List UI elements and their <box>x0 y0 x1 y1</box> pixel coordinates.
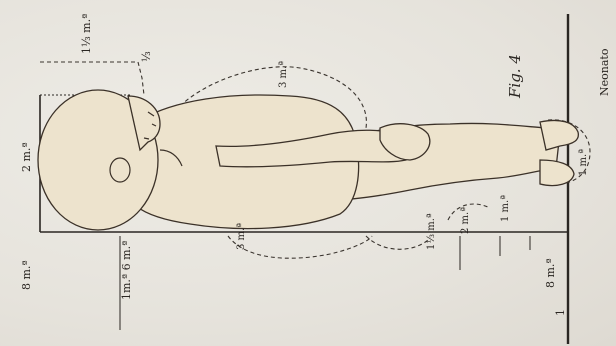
lower-trunk-outline <box>228 236 372 258</box>
hip-outline <box>366 236 428 249</box>
label-head-top: 1⅓ m.ª <box>80 14 93 54</box>
figure-caption: Neonato <box>598 48 611 96</box>
label-left-bottom-2: 1 <box>554 309 567 316</box>
label-lower-trunk: 3 m.ª <box>236 223 247 250</box>
label-chest: 3 m.ª <box>278 61 289 88</box>
tick-marks <box>120 236 530 330</box>
figure-title: Fig. 4 <box>506 54 524 99</box>
label-foot: 1 m.ª <box>578 149 589 176</box>
upper-foot <box>540 120 578 150</box>
infant-figure <box>38 90 578 230</box>
label-left-top: 8 m.ª <box>20 260 33 290</box>
label-hip: 1⅓ m.ª <box>426 213 437 250</box>
label-head-fraction: ⅓ <box>140 51 153 62</box>
label-knee: 1 m.ª <box>500 195 511 222</box>
label-left-bottom: 8 m.ª <box>544 258 557 288</box>
label-head-width: 2 m.ª <box>20 142 33 172</box>
label-left-mid: 1m.ª 6 m.ª <box>120 241 133 300</box>
label-thigh: 2 m.ª <box>460 207 471 234</box>
